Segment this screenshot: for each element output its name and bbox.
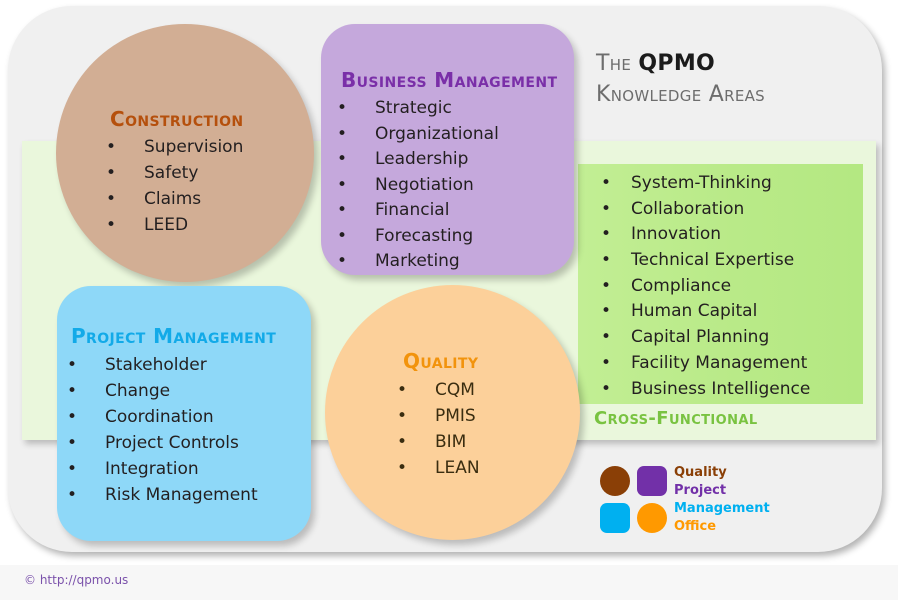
- panel-quality-list: CQM PMIS BIM LEAN: [397, 377, 480, 481]
- list-item: Risk Management: [67, 482, 258, 508]
- list-item: Marketing: [337, 249, 499, 275]
- panel-project-management-list: Stakeholder Change Coordination Project …: [67, 352, 258, 508]
- list-item: LEED: [106, 212, 243, 238]
- list-item: Integration: [67, 456, 258, 482]
- list-item: Human Capital: [601, 299, 810, 325]
- list-item: LEAN: [397, 455, 480, 481]
- list-item: Capital Planning: [601, 325, 810, 351]
- panel-cross-functional-list: System-Thinking Collaboration Innovation…: [601, 171, 810, 402]
- panel-cross-functional-heading: Cross-Functional: [594, 408, 758, 429]
- list-item: CQM: [397, 377, 480, 403]
- list-item: Safety: [106, 160, 243, 186]
- list-item: PMIS: [397, 403, 480, 429]
- list-item: Claims: [106, 186, 243, 212]
- logo-square-purple-icon: [637, 466, 667, 496]
- list-item: Forecasting: [337, 224, 499, 250]
- logo-word-management: Management: [674, 501, 770, 516]
- logo-text: Quality Project Management Office: [674, 464, 770, 536]
- panel-business-management[interactable]: Business Management Strategic Organizati…: [321, 24, 574, 275]
- list-item: Innovation: [601, 222, 810, 248]
- panel-business-management-list: Strategic Organizational Leadership Nego…: [337, 96, 499, 275]
- list-item: Coordination: [67, 404, 258, 430]
- footer-bar: [0, 565, 898, 600]
- panel-project-management-heading: Project Management: [71, 324, 277, 348]
- page-title-brand: QPMO: [638, 51, 716, 76]
- panel-construction[interactable]: Construction Supervision Safety Claims L…: [56, 24, 314, 282]
- logo-word-quality: Quality: [674, 465, 727, 480]
- panel-construction-list: Supervision Safety Claims LEED: [106, 134, 243, 238]
- page-title-prefix: The: [596, 51, 639, 76]
- list-item: Leadership: [337, 147, 499, 173]
- footer-copyright[interactable]: © http://qpmo.us: [24, 573, 129, 587]
- logo-circle-orange-icon: [637, 503, 667, 533]
- list-item: Supervision: [106, 134, 243, 160]
- panel-quality-heading: Quality: [403, 349, 479, 373]
- list-item: Organizational: [337, 122, 499, 148]
- list-item: Financial: [337, 198, 499, 224]
- panel-quality[interactable]: Quality CQM PMIS BIM LEAN: [325, 285, 580, 540]
- list-item: Change: [67, 378, 258, 404]
- page-title-line1: The QPMO: [596, 48, 765, 79]
- page-title: The QPMO Knowledge Areas: [596, 48, 765, 110]
- list-item: Facility Management: [601, 351, 810, 377]
- list-item: System-Thinking: [601, 171, 810, 197]
- list-item: Business Intelligence: [601, 377, 810, 403]
- list-item: Project Controls: [67, 430, 258, 456]
- list-item: Negotiation: [337, 173, 499, 199]
- list-item: Collaboration: [601, 197, 810, 223]
- page-title-line2: Knowledge Areas: [596, 82, 765, 107]
- panel-project-management[interactable]: Project Management Stakeholder Change Co…: [57, 286, 311, 541]
- list-item: Technical Expertise: [601, 248, 810, 274]
- list-item: Strategic: [337, 96, 499, 122]
- panel-business-management-heading: Business Management: [341, 68, 558, 92]
- logo-word-project: Project: [674, 483, 727, 498]
- logo-circle-brown-icon: [600, 466, 630, 496]
- list-item: BIM: [397, 429, 480, 455]
- list-item: Compliance: [601, 274, 810, 300]
- panel-construction-heading: Construction: [110, 107, 244, 131]
- logo-word-office: Office: [674, 519, 717, 534]
- list-item: Stakeholder: [67, 352, 258, 378]
- logo-square-cyan-icon: [600, 503, 630, 533]
